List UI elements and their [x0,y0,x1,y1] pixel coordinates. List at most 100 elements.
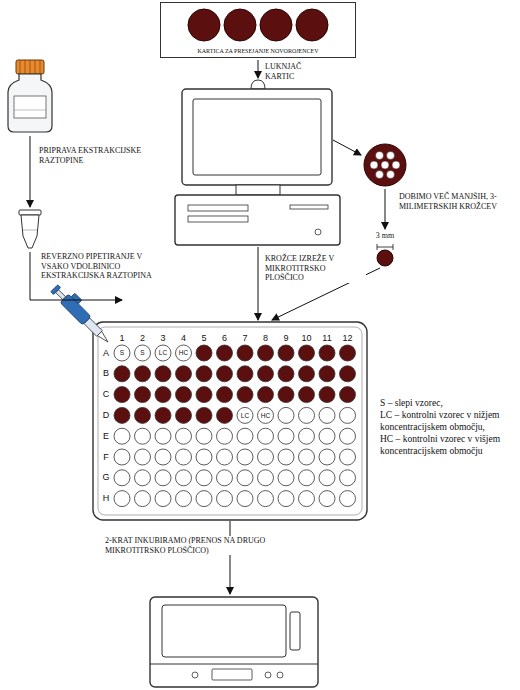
microtiter-plate [93,322,367,520]
well [196,428,212,444]
pipette [51,285,61,295]
column-number: 6 [222,333,227,344]
well [299,407,315,423]
well-label: LC [241,412,249,420]
well [217,345,233,361]
well [258,407,274,423]
reagent-bottle [25,60,26,74]
well [278,470,294,486]
well [114,491,130,507]
row-letter: H [103,493,110,504]
well [258,366,274,382]
well [114,345,356,507]
disc-hole [376,171,384,179]
well [340,345,356,361]
row-letter: B [103,368,109,379]
well [237,407,253,423]
well [278,345,294,361]
arrow [333,140,361,155]
column-number: 8 [263,333,268,344]
tube [23,230,37,231]
well [217,428,233,444]
step-label: KROŽCE IZREŽE V MIKROTITRSKO PLOŠČICO [264,254,366,283]
well [319,407,335,423]
well [319,449,335,465]
well [340,366,356,382]
step-label: DOBIMO VEČ MANJŠIH, 3-MILIMETRSKIH KROŽC… [398,192,515,211]
screening-card: KARTICA ZA PRESEJANJE NOVOROJENCEV [160,2,356,58]
column-number: 1 [119,333,124,344]
tube [21,215,39,248]
well [155,387,171,403]
reagent-bottle [20,60,21,74]
well [176,449,192,465]
column-number: 10 [301,333,311,344]
well [258,449,274,465]
well [299,428,315,444]
blood-spot [296,9,328,41]
well [114,407,130,423]
well [340,449,356,465]
well [114,366,130,382]
card-puncher [193,99,321,175]
well [176,491,192,507]
well [340,428,356,444]
well [237,470,253,486]
well [114,470,130,486]
well [237,366,253,382]
card-title: KARTICA ZA PRESEJANJE NOVOROJENCEV [161,48,355,54]
step-label: REVERZNO PIPETIRANJE V VSAKO VDOLBINICO … [40,252,162,281]
row-letter: A [103,348,109,359]
well [155,366,171,382]
incubator [265,672,271,678]
pipette [71,293,82,304]
disc-hole [387,171,395,179]
card-puncher [290,205,328,209]
well [135,449,151,465]
disc-hole [370,161,378,169]
well [340,470,356,486]
reagent-bottle [8,74,52,132]
well [176,407,192,423]
well [135,345,151,361]
well [135,407,151,423]
blood-spot [224,9,256,41]
well [237,491,253,507]
well [114,449,130,465]
arrow [385,189,386,229]
key-text: HC – kontrolni vzorec v višjem koncentra… [380,434,514,457]
well [114,428,130,444]
well [155,449,171,465]
well [155,428,171,444]
incubator [192,672,198,678]
well [258,470,274,486]
well [155,470,171,486]
well [196,407,212,423]
well [155,345,171,361]
well [217,407,233,423]
column-number: 2 [140,333,145,344]
well [340,491,356,507]
well [258,345,274,361]
well [299,366,315,382]
well [319,470,335,486]
well [176,428,192,444]
blood-spot [260,9,292,41]
well [196,387,212,403]
well [299,345,315,361]
disc-hole [376,151,384,159]
well [217,366,233,382]
well [299,449,315,465]
column-number: 7 [242,333,247,344]
card-puncher [175,195,340,245]
well [135,366,151,382]
well [258,387,274,403]
well [299,470,315,486]
well [237,387,253,403]
punched-discs [393,244,394,250]
well [196,366,212,382]
well [196,470,212,486]
well [299,387,315,403]
punched-discs [364,144,406,186]
step-label: PRIPRAVA EKSTRAKCIJSKE RAZTOPINE [38,146,164,165]
